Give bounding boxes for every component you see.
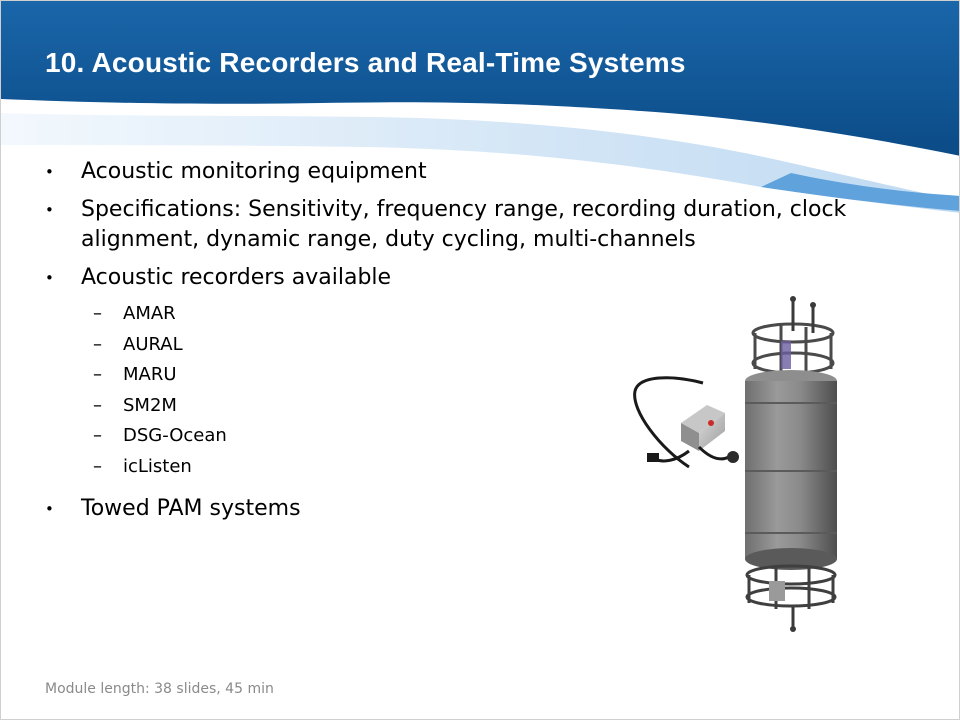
bullet-item: • Acoustic monitoring equipment <box>45 157 905 187</box>
sub-bullet-item: –icListen <box>81 452 905 483</box>
bullet-marker: • <box>45 500 54 518</box>
bullet-text: Acoustic recorders available <box>81 265 392 290</box>
module-length-footer: Module length: 38 slides, 45 min <box>45 681 274 697</box>
cage-bottom-icon <box>745 564 837 609</box>
bullet-text: Towed PAM systems <box>81 496 301 521</box>
sub-bullet-text: MARU <box>123 364 177 385</box>
bullet-item: • Specifications: Sensitivity, frequency… <box>45 195 905 255</box>
sub-bullet-text: icListen <box>123 455 192 477</box>
bullet-item: • Acoustic recorders available –AMAR –AU… <box>45 263 905 482</box>
bullet-marker: • <box>45 163 54 181</box>
acoustic-recorder-illustration <box>633 296 837 632</box>
header-wave-banner <box>1 1 959 213</box>
connector-icon <box>647 453 659 462</box>
cable-icon <box>633 376 704 469</box>
sub-bullet-item: –MARU <box>81 360 905 391</box>
bullet-text: Specifications: Sensitivity, frequency r… <box>81 197 847 252</box>
sub-bullet-text: AMAR <box>123 303 176 324</box>
recorder-sublist: –AMAR –AURAL –MARU –SM2M –DSG-Ocean –icL… <box>81 299 905 482</box>
dash-marker: – <box>93 425 102 446</box>
tail-cable-icon <box>697 445 730 461</box>
sub-bullet-item: –DSG-Ocean <box>81 421 905 452</box>
dash-marker: – <box>93 364 102 385</box>
dash-marker: – <box>93 333 102 355</box>
dash-marker: – <box>93 303 102 324</box>
recorder-cylinder-icon <box>745 370 837 570</box>
cage-top-icon <box>751 322 835 375</box>
dash-marker: – <box>93 394 102 416</box>
bullet-item: • Towed PAM systems <box>45 494 905 524</box>
sub-bullet-item: –AURAL <box>81 330 905 361</box>
bullet-text: Acoustic monitoring equipment <box>81 159 427 184</box>
slide-title: 10. Acoustic Recorders and Real-Time Sys… <box>45 47 686 78</box>
bullet-marker: • <box>45 201 54 219</box>
junction-box-icon <box>681 405 725 451</box>
hydrophone-icon <box>727 451 739 463</box>
sub-bullet-item: –SM2M <box>81 391 905 422</box>
bullet-marker: • <box>45 269 54 287</box>
sub-bullet-text: AURAL <box>123 333 183 355</box>
sub-bullet-item: –AMAR <box>81 299 905 330</box>
bullet-list: • Acoustic monitoring equipment • Specif… <box>45 157 905 532</box>
sub-bullet-text: DSG-Ocean <box>123 425 227 446</box>
dash-marker: – <box>93 455 102 477</box>
sub-bullet-text: SM2M <box>123 394 177 416</box>
